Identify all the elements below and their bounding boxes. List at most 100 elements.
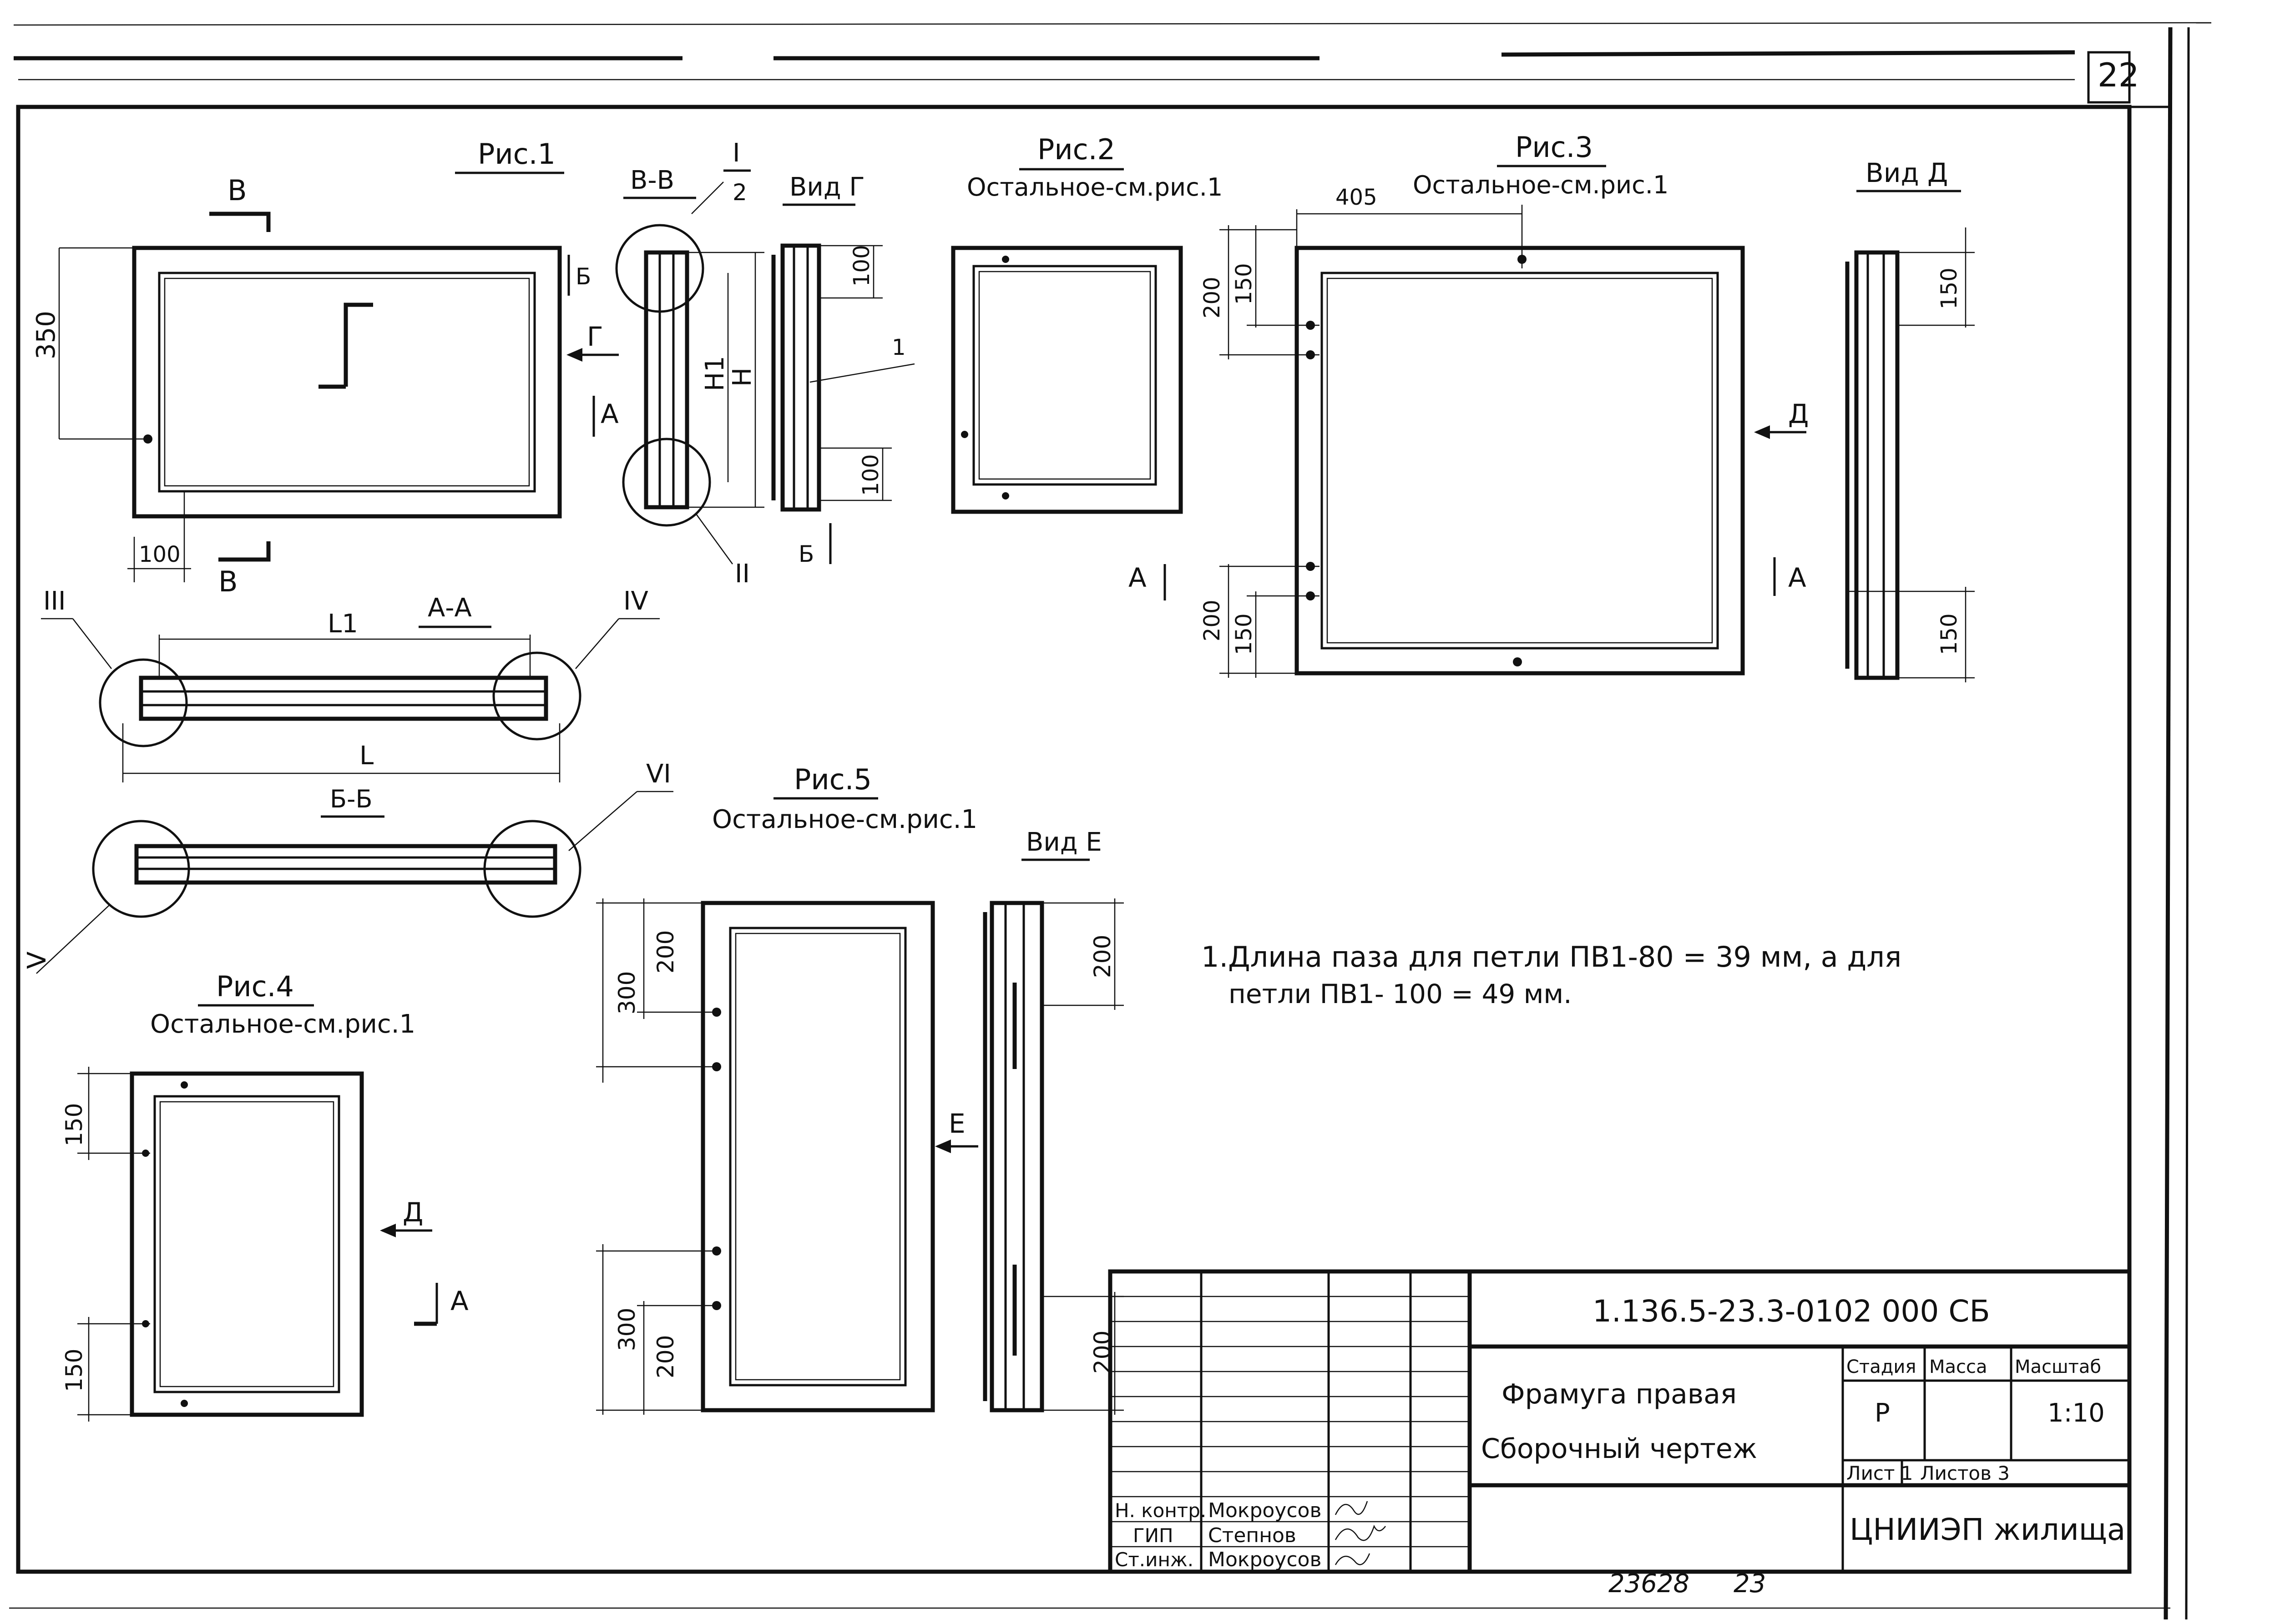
fig2-title: Рис.2: [1037, 133, 1115, 166]
org-name: ЦНИИЭП жилища: [1850, 1512, 2125, 1547]
ref-iv: IV: [623, 586, 648, 616]
stage-header: Стадия: [1846, 1357, 1916, 1377]
sheet-number-box: 22: [2087, 51, 2139, 104]
fig2-note: Остальное-см.рис.1: [967, 173, 1223, 202]
arrow-a-fig3-right: А: [1788, 562, 1806, 593]
ref-iii: III: [43, 586, 66, 616]
scale-header: Масштаб: [2015, 1357, 2101, 1377]
item-1-label: 1: [892, 335, 906, 360]
fig5-title: Рис.5: [794, 763, 872, 796]
inventory-number: 23628: [1608, 1569, 1689, 1599]
sheet-frame: [16, 105, 2132, 1574]
dim-100-vg-top: 100: [849, 245, 875, 287]
fig4-frame-view: Рис.4 Остальное-см.рис.1 150 150 Д А: [61, 970, 469, 1422]
dim-150-vd-top: 150: [1936, 267, 1962, 309]
note-line-1: 1.Длина паза для петли ПВ1-80 = 39 мм, а…: [1201, 940, 1901, 973]
dim-100-vg-bottom: 100: [858, 454, 884, 496]
section-bb: Б-Б VI V: [22, 759, 673, 974]
ref-ii: II: [735, 559, 750, 589]
dim-350: 350: [31, 311, 61, 359]
dim-l1: L1: [328, 609, 358, 639]
section-v-top: В: [228, 174, 247, 207]
dim-l: L: [359, 741, 374, 771]
dim-300-fig5-bottom: 300: [614, 1308, 640, 1351]
section-bb-title: Б-Б: [330, 785, 373, 813]
doc-name-line-2: Сборочный чертеж: [1481, 1433, 1757, 1465]
fig1-frame-view: Рис.1 В В 350 100 Г Б А: [31, 137, 619, 598]
dim-150-fig4-bottom: 150: [61, 1349, 87, 1392]
ref-vi: VI: [646, 759, 671, 789]
sig-role-1: Н. контр.: [1115, 1499, 1206, 1522]
footer-page: 23: [1734, 1569, 1766, 1599]
dim-405: 405: [1335, 185, 1377, 210]
view-d: Вид Д 150 150: [1845, 157, 1975, 682]
ref-v: V: [22, 952, 52, 969]
arrow-d-fig3: Д: [1788, 398, 1809, 429]
view-d-title: Вид Д: [1866, 157, 1948, 188]
mass-header: Масса: [1929, 1357, 1987, 1377]
view-g-title: Вид Г: [789, 172, 864, 202]
arrow-a-label: А: [601, 398, 619, 429]
dim-150-fig4-top: 150: [61, 1103, 87, 1146]
note-line-2: петли ПВ1- 100 = 49 мм.: [1228, 978, 1572, 1009]
arrow-d-fig4: Д: [403, 1197, 423, 1228]
section-vv: В-В I 2 II Н1 Н: [615, 138, 764, 589]
dim-300-fig5-top: 300: [614, 971, 640, 1014]
fig2-frame-view: Рис.2 Остальное-см.рис.1: [951, 133, 1223, 514]
sig-role-3: Ст.инж.: [1115, 1548, 1193, 1571]
notes-block: 1.Длина паза для петли ПВ1-80 = 39 мм, а…: [1201, 940, 1901, 1009]
fig3-note: Остальное-см.рис.1: [1413, 171, 1668, 199]
dim-200-fig3-top: 200: [1199, 277, 1225, 318]
arrow-b-label: Б: [576, 263, 591, 290]
view-e: Вид Е 200 200: [983, 827, 1124, 1415]
dim-150-vd-bottom: 150: [1936, 613, 1962, 655]
sig-name-1: Мокроусов: [1208, 1499, 1321, 1522]
title-block: Н. контр. Мокроусов ГИП Степнов Ст.инж. …: [1108, 1269, 2132, 1574]
dim-h1: Н1: [700, 356, 730, 391]
fig5-frame-view: Рис.5 Остальное-см.рис.1 300 200 300 200…: [596, 763, 978, 1415]
section-v-bottom: В: [218, 565, 238, 598]
section-aa: А-А L1 L III IV: [41, 586, 660, 782]
sheet-label: Лист 1: [1846, 1462, 1913, 1484]
frac-bot: 2: [733, 179, 747, 206]
signature-scribble-1: [1335, 1501, 1368, 1515]
doc-code: 1.136.5-23.3-0102 000 СБ: [1592, 1294, 1990, 1329]
sheets-label: Листов 3: [1920, 1462, 2010, 1484]
dim-200-ve-top: 200: [1089, 935, 1116, 978]
view-e-title: Вид Е: [1026, 827, 1102, 857]
arrow-a-fig3-left: А: [1128, 562, 1147, 593]
dim-100-fig1: 100: [139, 542, 181, 567]
top-header-lines: [13, 22, 2212, 81]
fig1-title: Рис.1: [478, 137, 556, 171]
dim-200-fig3-bottom: 200: [1199, 600, 1225, 641]
section-vv-title: В-В: [630, 166, 674, 195]
fig4-note: Остальное-см.рис.1: [150, 1009, 415, 1039]
fig3-title: Рис.3: [1515, 131, 1593, 164]
frac-top: I: [733, 138, 740, 168]
dim-200-fig5-top: 200: [652, 930, 679, 973]
sheet-number: 22: [2098, 56, 2139, 94]
fig5-note: Остальное-см.рис.1: [712, 805, 977, 834]
dim-150-fig3-bottom: 150: [1231, 613, 1257, 655]
arrow-b2-label: Б: [799, 541, 814, 567]
section-aa-title: А-А: [428, 593, 472, 623]
dim-150-fig3-top: 150: [1231, 263, 1257, 305]
arrow-a-fig4: А: [450, 1286, 469, 1316]
footer: 23628 23: [1608, 1569, 1766, 1599]
fig3-frame-view: Рис.3 Остальное-см.рис.1 405 200 150 200…: [1128, 131, 1809, 678]
signature-scribble-2: [1335, 1524, 1386, 1541]
stage-value: Р: [1875, 1398, 1890, 1428]
doc-name-line-1: Фрамуга правая: [1502, 1378, 1737, 1410]
dim-200-fig5-bottom: 200: [652, 1335, 679, 1378]
sig-name-2: Степнов: [1208, 1524, 1296, 1547]
signature-scribble-3: [1335, 1553, 1370, 1565]
sig-role-2: ГИП: [1133, 1524, 1173, 1547]
scale-value: 1:10: [2048, 1398, 2105, 1428]
dim-h: Н: [728, 368, 757, 387]
arrow-e-label: Е: [949, 1108, 966, 1139]
sig-name-3: Мокроусов: [1208, 1548, 1321, 1571]
view-g: Вид Г 100 100 1 Б: [771, 172, 915, 567]
arrow-g-label: Г: [587, 321, 603, 352]
fig4-title: Рис.4: [216, 970, 294, 1003]
